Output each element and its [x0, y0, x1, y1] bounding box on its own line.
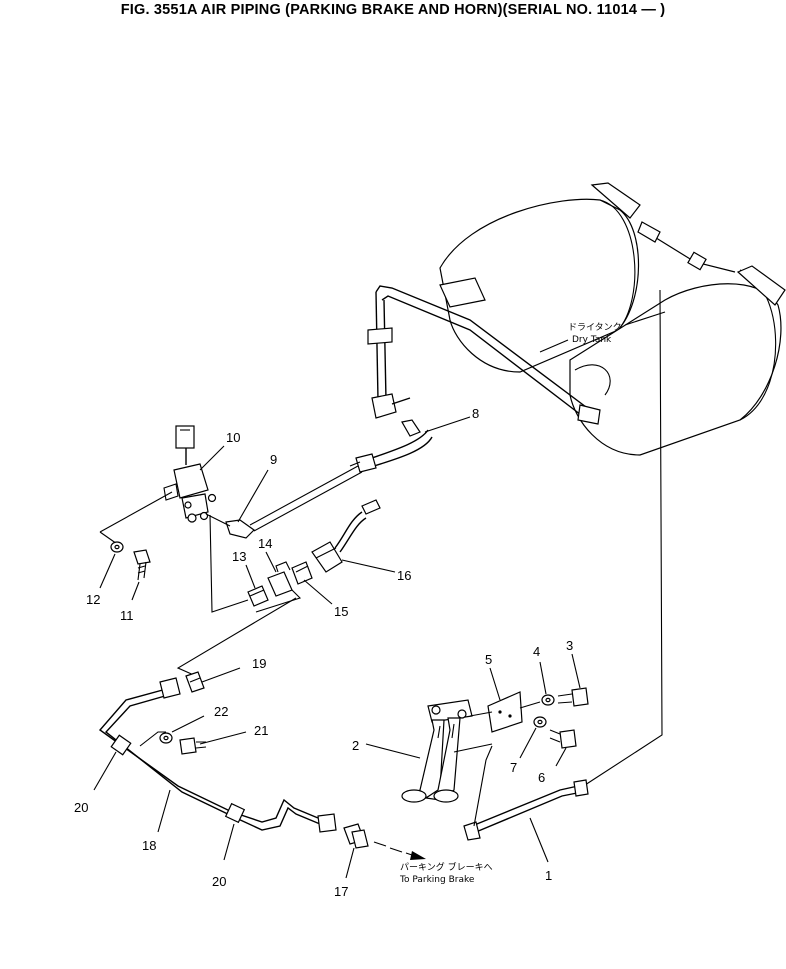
valve-drop-line: [209, 514, 249, 613]
callout-20-left: 20: [74, 800, 88, 815]
leader-14: [265, 551, 277, 573]
callout-19: 19: [252, 656, 266, 671]
tank-connector-fitting: [687, 251, 707, 271]
parking-brake-label-jp: パーキング ブレーキへ: [400, 861, 493, 873]
callout-22: 22: [214, 704, 228, 719]
leader-2: [365, 743, 421, 759]
callout-17: 17: [334, 884, 348, 899]
callout-4: 4: [533, 644, 540, 659]
leader-3: [571, 653, 581, 689]
leader-13: [245, 564, 256, 589]
pipe-9-to-8: [249, 465, 359, 526]
callout-12: 12: [86, 592, 100, 607]
leader-5: [489, 667, 501, 701]
bolt-3: [557, 687, 589, 707]
callout-7: 7: [510, 760, 517, 775]
elbow-9: [205, 513, 255, 539]
dry-tank-leader-rear: [539, 339, 569, 353]
leader-20b: [223, 823, 235, 861]
leader-10: [199, 445, 225, 471]
tank-feed-pipe: [367, 285, 601, 425]
dry-tank-label-en: Dry Tank: [572, 335, 612, 345]
hose-8: [349, 419, 433, 473]
connector-17: [343, 823, 369, 849]
callout-14: 14: [258, 536, 272, 551]
pipe-18: [98, 677, 337, 833]
leader-20a: [93, 751, 117, 791]
air-tank-rear: [439, 182, 641, 373]
washer-12: [110, 541, 124, 553]
leader-8: [424, 416, 471, 433]
leader-1: [529, 817, 549, 863]
leader-19: [201, 667, 241, 683]
clamp-20-right: [224, 802, 246, 824]
callout-2: 2: [352, 738, 359, 753]
callout-5: 5: [485, 652, 492, 667]
leader-11: [131, 581, 140, 601]
callout-3: 3: [566, 638, 573, 653]
leader-15: [303, 579, 333, 605]
leader-7: [519, 727, 537, 759]
leader-9: [237, 469, 269, 523]
leader-12: [99, 553, 116, 589]
washer-22: [159, 732, 173, 744]
bracket-5: [487, 691, 523, 733]
callout-18: 18: [142, 838, 156, 853]
washer-4: [541, 694, 555, 706]
figure-title: FIG. 3551A AIR PIPING (PARKING BRAKE AND…: [120, 2, 666, 18]
air-horn-2: [401, 699, 473, 803]
dry-tank-label-jp: ドライタンク: [568, 322, 622, 333]
leader-4: [539, 661, 547, 695]
tee-14: [267, 561, 293, 597]
dry-tank-leader-front: [624, 311, 666, 326]
clamp-20-left: [110, 734, 132, 756]
fitting-15: [291, 561, 313, 585]
pipe-1: [453, 743, 589, 841]
bolt-11: [133, 549, 151, 581]
air-tank-front: [569, 265, 786, 456]
washer-7: [533, 716, 547, 728]
fitting-13: [247, 585, 269, 607]
callout-8: 8: [472, 406, 479, 421]
callout-20-right: 20: [212, 874, 226, 889]
parking-brake-label-en: To Parking Brake: [399, 875, 475, 885]
arrow-to-parking-brake: [373, 841, 426, 860]
leader-17: [345, 847, 355, 879]
callout-9: 9: [270, 452, 277, 467]
callout-16: 16: [397, 568, 411, 583]
leader-21: [199, 731, 247, 745]
callout-1: 1: [545, 868, 552, 883]
callout-10: 10: [226, 430, 240, 445]
leader-6: [555, 747, 567, 767]
leader-18: [157, 789, 171, 833]
leader-16: [341, 559, 396, 573]
bolt-21: [179, 737, 207, 755]
pressure-switch-16: [311, 499, 381, 573]
callout-11: 11: [120, 608, 134, 623]
callout-13: 13: [232, 549, 246, 564]
leader-pipe-1: [584, 289, 663, 786]
bolt-6: [549, 729, 577, 749]
leader-22: [171, 715, 205, 733]
line-14-to-19: [176, 597, 297, 677]
solenoid-valve-10: [163, 425, 217, 523]
nut-19: [185, 671, 205, 693]
callout-15: 15: [334, 604, 348, 619]
callout-21: 21: [254, 723, 268, 738]
callout-6: 6: [538, 770, 545, 785]
mount-line: [99, 491, 173, 533]
